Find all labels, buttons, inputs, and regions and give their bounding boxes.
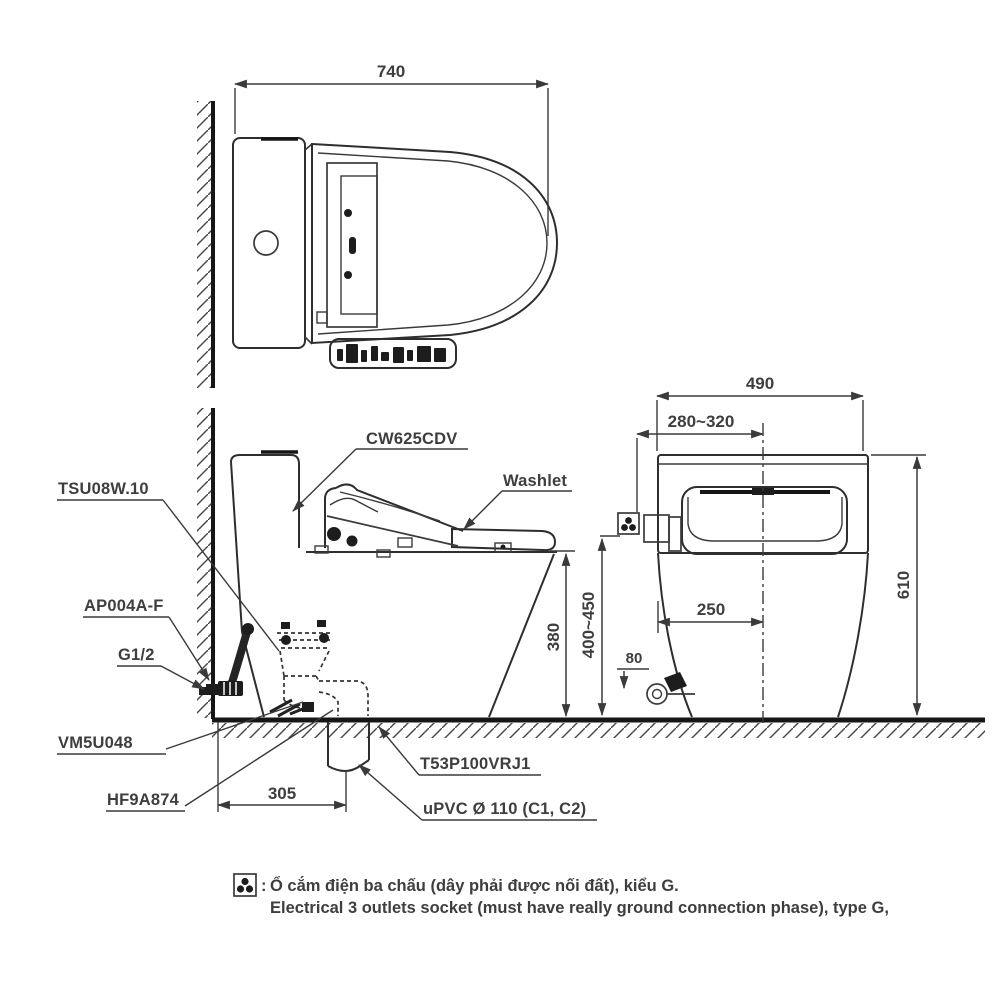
note-line-english: Electrical 3 outlets socket (must have r… <box>270 899 889 917</box>
rear-inlet-unit <box>643 514 682 552</box>
top-view: 740 <box>232 62 559 369</box>
wall-top <box>197 101 215 388</box>
note-separator: : <box>261 877 267 895</box>
dim-250-label: 250 <box>697 600 725 619</box>
dim-490-label: 490 <box>746 374 774 393</box>
dim-380-label: 380 <box>544 623 563 651</box>
power-socket-icon <box>233 873 257 897</box>
part-labels: CW625CDV Washlet TSU08W.10 AP004A-F G1/2… <box>57 430 597 821</box>
label-supply-hose: AP004A-F <box>84 597 164 615</box>
label-water-inlet: G1/2 <box>118 646 155 664</box>
note-line-vietnamese: Ổ cắm điện ba chấu (dây phải được nối đấ… <box>270 876 679 895</box>
dim-280-320-label: 280~320 <box>668 412 735 431</box>
wall-side <box>197 408 215 719</box>
floor <box>212 717 985 738</box>
dim-80-label: 80 <box>626 650 643 667</box>
dim-400-450-label: 400~450 <box>579 592 598 659</box>
hidden-valve-trap <box>277 632 369 716</box>
label-flange: HF9A874 <box>107 791 180 809</box>
tank-side-outline <box>230 454 300 548</box>
side-view: 380 400~450 305 <box>199 450 620 812</box>
dim-610-label: 610 <box>894 571 913 599</box>
label-outlet-socket: T53P100VRJ1 <box>420 755 530 773</box>
label-valve-unit: TSU08W.10 <box>58 480 149 498</box>
label-connector: VM5U048 <box>58 734 133 752</box>
control-panel <box>329 338 457 369</box>
flush-button <box>253 230 279 256</box>
label-drain-pipe: uPVC Ø 110 (C1, C2) <box>423 800 586 818</box>
inlet-fitting <box>199 681 243 696</box>
label-washlet: Washlet <box>503 472 567 490</box>
washlet-side <box>306 483 557 558</box>
bowl-front-edge <box>488 553 555 718</box>
lid-top-outline <box>311 142 559 345</box>
dim-740-label: 740 <box>377 62 405 81</box>
angle-valve <box>646 672 695 705</box>
rear-view: 490 280~320 610 250 80 <box>617 374 926 723</box>
washlet-rear <box>681 486 848 555</box>
note: : Ổ cắm điện ba chấu (dây phải được nối … <box>233 873 889 917</box>
label-tank-model: CW625CDV <box>366 430 457 448</box>
dim-305-label: 305 <box>268 784 296 803</box>
floor-connector <box>269 698 314 718</box>
power-socket-icon <box>617 512 640 535</box>
tank-top-outline <box>232 137 306 349</box>
